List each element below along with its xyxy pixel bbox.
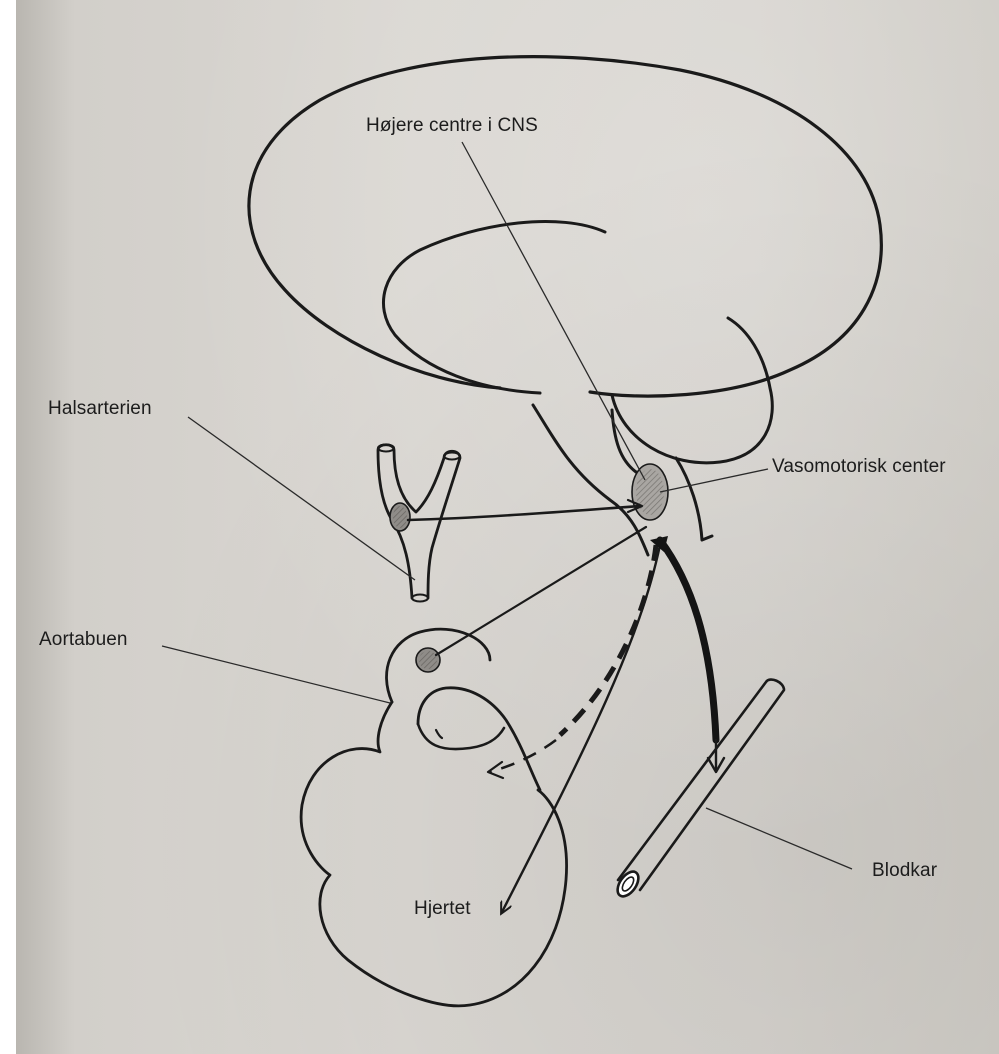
fourth-ventricle-bracket — [676, 458, 712, 540]
carotid-leader — [188, 417, 415, 580]
higher-centres-leader — [462, 142, 645, 480]
temporal-lobe-outline — [383, 222, 605, 393]
label-blood-vessel: Blodkar — [872, 860, 937, 882]
aortic-arch-leader — [162, 646, 390, 703]
label-aortic-arch: Aortabuen — [39, 629, 128, 651]
aortic-afferent-nerve — [436, 527, 646, 655]
label-carotid-artery: Halsarterien — [48, 398, 152, 420]
label-vasomotor-center: Vasomotorisk center — [772, 456, 946, 478]
heart-outline — [301, 702, 566, 1006]
heart-inner-vessel — [418, 688, 540, 790]
cerebrum-outline — [249, 57, 881, 396]
sympathetic-nerve-to-vessel — [660, 540, 716, 740]
cerebellum-outline — [612, 318, 772, 463]
label-heart: Hjertet — [414, 898, 471, 920]
blood-vessel-leader — [706, 808, 852, 869]
blood-vessel-opening — [613, 868, 642, 900]
dashed-nerve-to-heart — [560, 545, 656, 735]
label-higher-centres: Højere centre i CNS — [366, 115, 538, 137]
blood-vessel-outline — [618, 680, 784, 890]
brainstem-left-edge — [533, 405, 648, 555]
vasomotor-leader — [660, 469, 768, 492]
